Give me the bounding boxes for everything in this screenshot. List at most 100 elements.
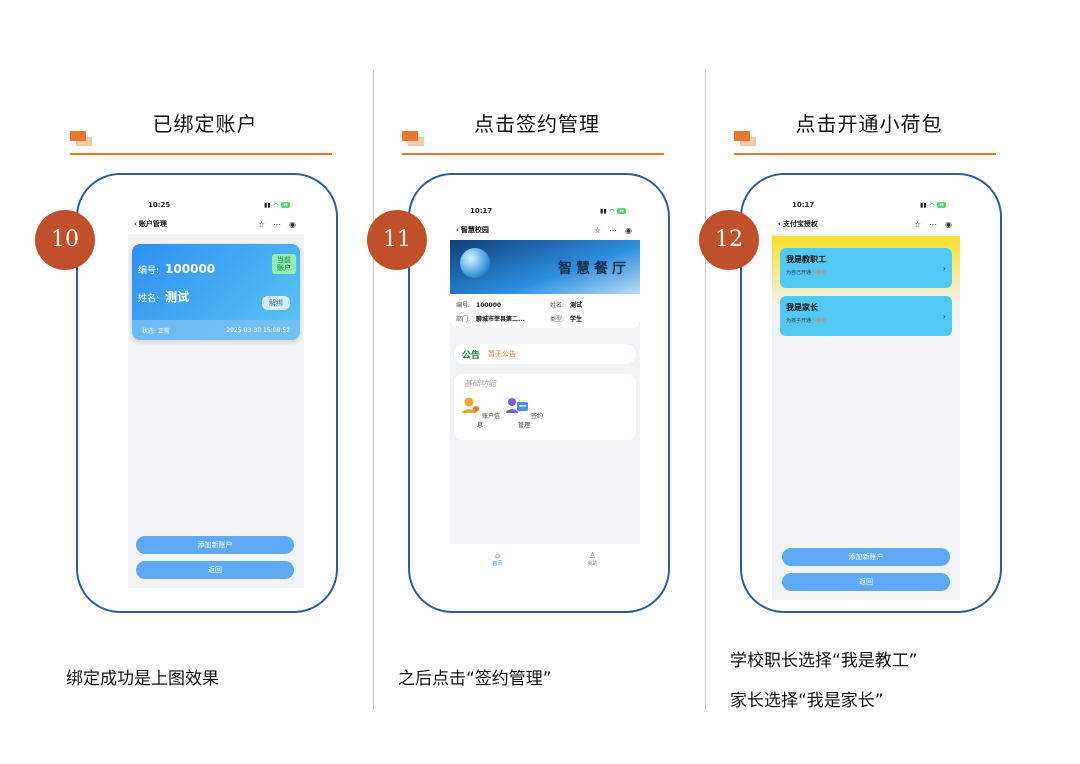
more-icon[interactable]: ⋯ <box>273 219 282 229</box>
back-chevron-icon: ‹ <box>778 220 781 228</box>
back-chevron-icon: ‹ <box>456 226 459 234</box>
step-badge: 10 <box>35 210 95 270</box>
step-badge: 11 <box>367 210 427 270</box>
back-button[interactable]: ‹ 支付宝授权 <box>778 219 818 229</box>
account-card[interactable]: 编号: 100000 姓名: 测试 当前账户 解绑 状态: 正常 2025-03-3… <box>132 244 300 340</box>
back-button-bottom[interactable]: 返回 <box>782 573 950 591</box>
back-button[interactable]: ‹ 账户管理 <box>134 219 167 229</box>
role-card-staff[interactable]: 我是教职工 为自己开通小荷包 › <box>780 248 952 288</box>
account-id-row: 编号: 100000 <box>138 262 215 276</box>
sign-management-icon <box>506 398 529 413</box>
back-button[interactable]: ‹ 智慧校园 <box>456 225 489 235</box>
target-icon[interactable]: ◉ <box>289 219 296 229</box>
role-card-parent[interactable]: 我是家长 为孩子开通小荷包 › <box>780 296 952 336</box>
tab-label: 我的 <box>587 561 598 567</box>
tab-label: 首页 <box>492 561 503 567</box>
nav-bar: ‹ 账户管理 ☆ ⋯ ◉ <box>128 214 304 234</box>
phone-screen: 10:17 ▮▮◠▬ ‹ 智慧校园 ☆ ⋯ ◉ 智慧餐厅 编号:100000 姓… <box>450 202 640 574</box>
user-icon: ♙ <box>588 551 597 560</box>
account-info-icon <box>462 397 480 413</box>
status-time: 10:25 <box>148 201 171 209</box>
globe-icon <box>460 248 490 278</box>
signal-icon: ▮▮ <box>920 201 927 209</box>
title-underline <box>70 153 332 155</box>
battery-icon: ▬ <box>937 202 946 208</box>
star-icon[interactable]: ☆ <box>257 219 266 229</box>
notice-bar[interactable]: 公告 暂无公告 <box>454 344 636 364</box>
title-underline <box>734 153 996 155</box>
back-button-bottom[interactable]: 返回 <box>136 561 294 579</box>
target-icon[interactable]: ◉ <box>945 219 952 229</box>
add-account-button[interactable]: 添加新账户 <box>136 536 294 554</box>
name-value: 测试 <box>165 290 190 304</box>
status-time: 10:17 <box>792 201 815 209</box>
unbind-button[interactable]: 解绑 <box>262 296 290 310</box>
title-marker-icon <box>402 131 424 147</box>
func-label: 签约管理 <box>517 413 543 429</box>
home-icon: ⌂ <box>494 551 501 560</box>
banner-title: 智慧餐厅 <box>558 261 630 277</box>
account-timestamp: 2025-03-30 15:08:52 <box>226 326 290 334</box>
more-icon[interactable]: ⋯ <box>609 225 618 235</box>
panel-title: 点击开通小荷包 <box>795 112 943 136</box>
chevron-right-icon: › <box>942 264 946 273</box>
star-icon[interactable]: ☆ <box>593 225 602 235</box>
nav-title: 支付宝授权 <box>782 220 818 228</box>
wifi-icon: ◠ <box>929 201 935 209</box>
function-title: 基础功能 <box>464 379 496 388</box>
chevron-right-icon: › <box>942 312 946 321</box>
phone-screen: 10:17 ▮▮◠▬ ‹ 支付宝授权 ☆ ⋯ ◉ 我是教职工 为自己开通小荷包 … <box>772 196 960 600</box>
phone-screen: 10:25 ▮▮◠▬ ‹ 账户管理 ☆ ⋯ ◉ 编号: 100000 姓名: 测试 … <box>128 196 304 588</box>
add-account-button[interactable]: 添加新账户 <box>782 548 950 566</box>
status-time: 10:17 <box>470 207 493 215</box>
battery-icon: ▬ <box>281 202 290 208</box>
notice-tag: 公告 <box>462 350 481 361</box>
target-icon[interactable]: ◉ <box>625 225 632 235</box>
caption: 绑定成功是上图效果 <box>66 669 219 689</box>
title-marker-icon <box>70 131 92 147</box>
nav-title: 智慧校园 <box>460 226 489 234</box>
role-subtitle: 为孩子开通小荷包 <box>786 318 827 324</box>
signal-icon: ▮▮ <box>264 201 271 209</box>
role-title: 我是教职工 <box>786 255 826 264</box>
sign-management-button[interactable]: 签约管理 <box>504 396 544 429</box>
func-label: 账户信息 <box>476 413 500 429</box>
nav-title: 账户管理 <box>138 220 167 228</box>
more-icon[interactable]: ⋯ <box>929 219 938 229</box>
id-value: 100000 <box>165 262 216 276</box>
banner: 智慧餐厅 <box>450 240 640 294</box>
name-label: 姓名: <box>138 294 160 304</box>
tab-mine[interactable]: ♙ 我的 <box>587 551 597 567</box>
info-id: 编号:100000 <box>456 302 502 309</box>
info-name: 姓名:测试 <box>550 302 583 309</box>
account-name-row: 姓名: 测试 <box>138 288 189 305</box>
notice-text: 暂无公告 <box>488 350 517 358</box>
account-info-button[interactable]: 账户信息 <box>460 396 500 429</box>
wifi-icon: ◠ <box>273 201 279 209</box>
user-info-panel: 编号:100000 姓名:测试 部门:聊城市莘县第二... 类型:学生 <box>450 294 640 328</box>
title-marker-icon <box>734 131 756 147</box>
status-bar: 10:25 ▮▮◠▬ <box>128 196 304 214</box>
wifi-icon: ◠ <box>609 207 615 215</box>
step-badge: 12 <box>699 210 759 270</box>
status-bar: 10:17 ▮▮◠▬ <box>450 202 640 220</box>
current-account-badge: 当前账户 <box>272 254 296 274</box>
column-divider <box>373 70 374 710</box>
caption: 之后点击“签约管理” <box>398 669 552 689</box>
status-bar: 10:17 ▮▮◠▬ <box>772 196 960 214</box>
role-subtitle: 为自己开通小荷包 <box>786 270 827 276</box>
caption-line-1: 学校职长选择“我是教工” <box>730 651 918 671</box>
signal-icon: ▮▮ <box>600 207 607 215</box>
tab-home[interactable]: ⌂ 首页 <box>492 551 502 567</box>
panel-bound-account: 已绑定账户 10 10:25 ▮▮◠▬ ‹ 账户管理 ☆ ⋯ ◉ 编号: 1000… <box>35 0 370 764</box>
account-status: 状态: 正常 <box>142 327 170 335</box>
back-chevron-icon: ‹ <box>134 220 137 228</box>
panel-title: 点击签约管理 <box>474 112 600 136</box>
panel-sign-management: 点击签约管理 11 10:17 ▮▮◠▬ ‹ 智慧校园 ☆ ⋯ ◉ 智慧餐厅 编… <box>367 0 702 764</box>
battery-icon: ▬ <box>617 208 626 214</box>
account-status-bar: 状态: 正常 2025-03-30 15:08:52 <box>132 320 300 340</box>
id-label: 编号: <box>138 266 160 276</box>
star-icon[interactable]: ☆ <box>913 219 922 229</box>
panel-title: 已绑定账户 <box>152 112 258 136</box>
function-panel: 基础功能 账户信息 签约管理 <box>454 374 636 440</box>
